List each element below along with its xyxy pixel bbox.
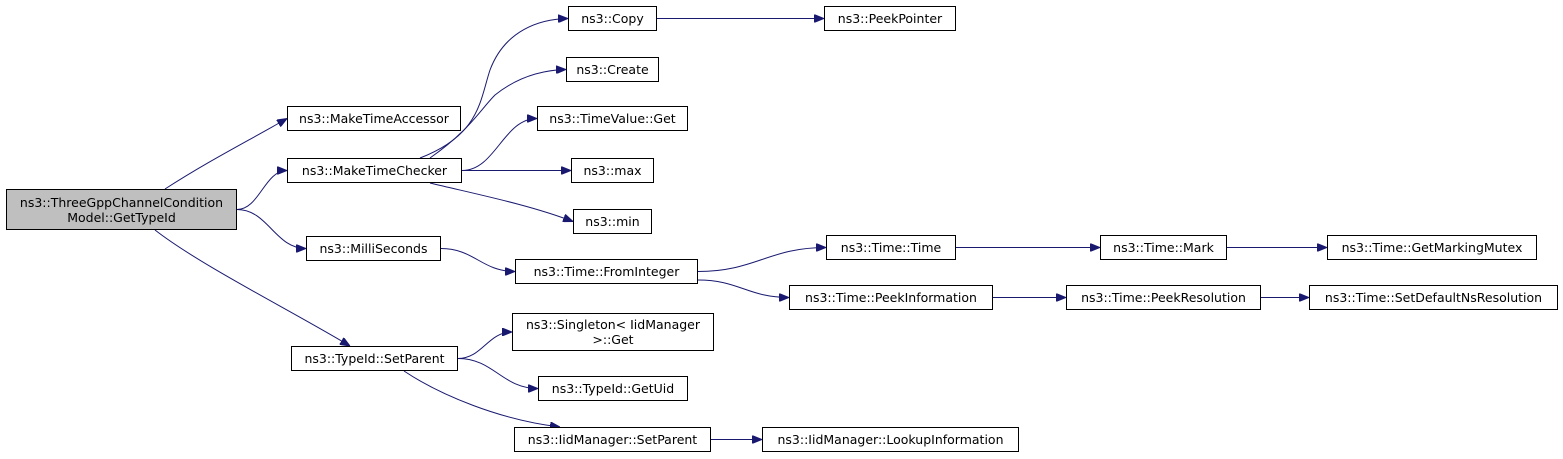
node-label-line: ns3::MilliSeconds: [319, 241, 428, 256]
node-min[interactable]: ns3::min: [573, 209, 652, 234]
node-timevalue-get[interactable]: ns3::TimeValue::Get: [537, 106, 688, 131]
node-label: ns3::TypeId::SetParent: [304, 351, 444, 366]
node-iidmanager-lookupinformation[interactable]: ns3::IidManager::LookupInformation: [762, 427, 1019, 452]
edge-typeid-setparent-to-typeid-getuid: [457, 358, 538, 389]
edge-maketimechecker-to-create: [429, 70, 566, 159]
edge-maketimechecker-to-copy: [419, 19, 568, 159]
node-label-line: ns3::TimeValue::Get: [549, 111, 676, 126]
node-label: ns3::min: [585, 214, 639, 229]
node-typeid-setparent[interactable]: ns3::TypeId::SetParent: [291, 346, 458, 371]
node-label: ns3::Time::PeekResolution: [1081, 290, 1246, 305]
edge-root-to-maketimeaccessor: [164, 119, 287, 190]
node-label: ns3::Singleton< IidManager>::Get: [526, 317, 700, 347]
node-label-line: ns3::min: [585, 214, 640, 229]
node-label-line: ns3::Singleton< IidManager: [525, 317, 701, 332]
node-singleton-get[interactable]: ns3::Singleton< IidManager>::Get: [512, 313, 714, 351]
node-label: ns3::MakeTimeChecker: [302, 163, 447, 178]
node-label-line: ns3::Time::PeekInformation: [805, 290, 977, 305]
edge-typeid-setparent-to-singleton-get: [457, 332, 512, 359]
node-iidmanager-setparent[interactable]: ns3::IidManager::SetParent: [514, 427, 711, 452]
node-label-line: ns3::Copy: [581, 11, 644, 26]
node-label-line: ns3::TypeId::GetUid: [551, 381, 675, 396]
node-milliseconds[interactable]: ns3::MilliSeconds: [306, 236, 441, 261]
node-label-line: ns3::Time::GetMarkingMutex: [1341, 240, 1523, 255]
node-label: ns3::IidManager::SetParent: [528, 432, 697, 447]
node-label-line: ns3::PeekPointer: [837, 11, 943, 26]
node-label-line: ns3::IidManager::LookupInformation: [777, 432, 1004, 447]
node-label-line: ns3::Time::Mark: [1113, 240, 1214, 255]
node-label-line: ns3::IidManager::SetParent: [527, 432, 698, 447]
node-label-line: ns3::MakeTimeAccessor: [299, 111, 449, 126]
node-maketimechecker[interactable]: ns3::MakeTimeChecker: [287, 158, 462, 183]
node-label-line: Model::GetTypeId: [67, 209, 176, 225]
node-time-peekresolution[interactable]: ns3::Time::PeekResolution: [1066, 285, 1261, 310]
node-time-peekinformation[interactable]: ns3::Time::PeekInformation: [789, 285, 993, 310]
edge-milliseconds-to-time-frominteger: [440, 248, 515, 272]
node-create[interactable]: ns3::Create: [566, 57, 659, 82]
edge-maketimechecker-to-timevalue-get: [461, 119, 537, 171]
node-label: ns3::Time::PeekInformation: [805, 290, 977, 305]
edge-root-to-milliseconds: [236, 209, 306, 249]
node-label: ns3::Copy: [581, 11, 644, 26]
node-label: ns3::Time::SetDefaultNsResolution: [1325, 290, 1542, 305]
node-time-getmarkingmutex[interactable]: ns3::Time::GetMarkingMutex: [1327, 235, 1537, 260]
node-label-line: ns3::TypeId::SetParent: [304, 351, 445, 366]
node-label: ns3::MakeTimeAccessor: [299, 111, 449, 126]
node-label: ns3::Time::Mark: [1113, 240, 1214, 255]
node-label: ns3::TimeValue::Get: [549, 111, 675, 126]
edge-time-frominteger-to-time-time: [697, 248, 826, 272]
node-label-line: ns3::Time::FromInteger: [533, 264, 680, 279]
node-time-frominteger[interactable]: ns3::Time::FromInteger: [515, 259, 698, 284]
node-label-line: ns3::Time::PeekResolution: [1081, 290, 1246, 305]
node-label: ns3::Time::FromInteger: [534, 264, 680, 279]
node-label-line: ns3::max: [583, 163, 642, 178]
node-max[interactable]: ns3::max: [571, 158, 654, 183]
node-label: ns3::Time::GetMarkingMutex: [1342, 240, 1523, 255]
node-time-mark[interactable]: ns3::Time::Mark: [1100, 235, 1227, 260]
node-time-time[interactable]: ns3::Time::Time: [826, 235, 956, 260]
node-copy[interactable]: ns3::Copy: [568, 6, 657, 31]
node-label: ns3::Time::Time: [841, 240, 941, 255]
node-peekpointer[interactable]: ns3::PeekPointer: [824, 6, 956, 31]
node-label: ns3::TypeId::GetUid: [552, 381, 674, 396]
edge-root-to-maketimechecker: [236, 171, 288, 210]
node-label: ns3::Create: [576, 62, 648, 77]
node-label-line: ns3::Time::Time: [840, 240, 942, 255]
node-label: ns3::max: [583, 163, 641, 178]
node-time-setdefaultnsresolution[interactable]: ns3::Time::SetDefaultNsResolution: [1309, 285, 1558, 310]
edge-root-to-typeid-setparent: [154, 229, 350, 346]
node-label: ns3::IidManager::LookupInformation: [777, 432, 1003, 447]
edge-time-frominteger-to-time-peekinformation: [697, 279, 789, 298]
node-label: ns3::MilliSeconds: [319, 241, 427, 256]
node-label: ns3::PeekPointer: [838, 11, 942, 26]
node-typeid-getuid[interactable]: ns3::TypeId::GetUid: [538, 376, 688, 401]
node-label-line: ns3::Time::SetDefaultNsResolution: [1324, 290, 1543, 305]
edge-maketimechecker-to-min: [429, 182, 573, 222]
node-maketimeaccessor[interactable]: ns3::MakeTimeAccessor: [287, 106, 461, 131]
node-label-line: ns3::MakeTimeChecker: [301, 163, 448, 178]
edge-typeid-setparent-to-iidmanager-setparent: [403, 370, 560, 427]
node-label-line: ns3::Create: [576, 62, 649, 77]
node-label-line: >::Get: [592, 332, 634, 347]
node-label-line: ns3::ThreeGppChannelCondition: [19, 194, 224, 210]
